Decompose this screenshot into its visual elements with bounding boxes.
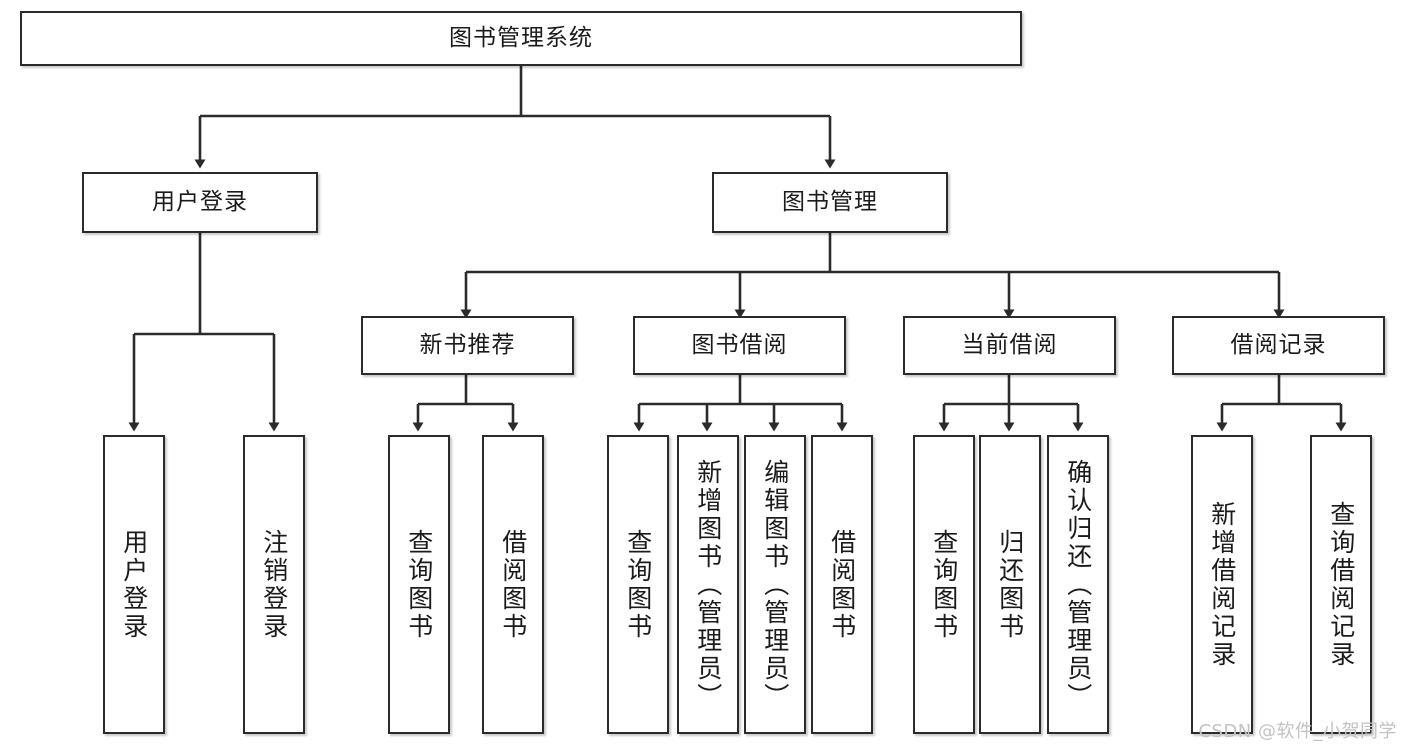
node-label: 当前借阅: [961, 331, 1058, 358]
node-label: 图书管理系统: [449, 24, 593, 51]
node-leaf-return-book[interactable]: 归还图书: [979, 435, 1041, 734]
node-label: 归还图书: [995, 528, 1025, 641]
node-label: 新增图书（管理员）: [693, 458, 723, 711]
node-label: 编辑图书（管理员）: [760, 458, 790, 711]
node-label: 注销登录: [259, 528, 289, 641]
node-book-management[interactable]: 图书管理: [712, 172, 948, 233]
node-label: 图书借阅: [691, 331, 788, 358]
node-leaf-add-borrow-record[interactable]: 新增借阅记录: [1191, 435, 1253, 734]
node-leaf-query-book-3[interactable]: 查询图书: [913, 435, 975, 734]
node-leaf-query-book-2[interactable]: 查询图书: [607, 435, 669, 734]
node-leaf-query-borrow-record[interactable]: 查询借阅记录: [1310, 435, 1372, 734]
node-label: 用户登录: [152, 188, 248, 215]
node-label: 借阅图书: [827, 528, 857, 641]
node-label: 查询借阅记录: [1326, 500, 1356, 669]
node-leaf-confirm-return[interactable]: 确认归还（管理员）: [1047, 435, 1109, 734]
node-leaf-borrow-book-1[interactable]: 借阅图书: [482, 435, 544, 734]
watermark: CSDN @软件_小贺同学: [1198, 721, 1397, 742]
node-leaf-user-login[interactable]: 用户登录: [103, 435, 165, 734]
node-label: 查询图书: [623, 528, 653, 641]
node-label: 新书推荐: [419, 331, 516, 358]
node-borrow-record[interactable]: 借阅记录: [1172, 316, 1385, 375]
node-new-book-recommendation[interactable]: 新书推荐: [361, 316, 574, 375]
node-label: 确认归还（管理员）: [1063, 458, 1093, 711]
node-leaf-edit-book[interactable]: 编辑图书（管理员）: [744, 435, 806, 734]
node-user-login[interactable]: 用户登录: [82, 172, 318, 233]
node-label: 用户登录: [119, 528, 149, 641]
node-leaf-borrow-book-2[interactable]: 借阅图书: [811, 435, 873, 734]
node-book-borrow[interactable]: 图书借阅: [633, 316, 846, 375]
node-label: 新增借阅记录: [1207, 500, 1237, 669]
node-root-book-management-system[interactable]: 图书管理系统: [20, 11, 1022, 66]
node-current-borrow[interactable]: 当前借阅: [903, 316, 1116, 375]
node-label: 借阅记录: [1230, 331, 1327, 358]
node-label: 查询图书: [404, 528, 434, 641]
node-label: 图书管理: [782, 188, 878, 215]
node-leaf-query-book-1[interactable]: 查询图书: [388, 435, 450, 734]
node-leaf-logout[interactable]: 注销登录: [243, 435, 305, 734]
node-leaf-add-book[interactable]: 新增图书（管理员）: [677, 435, 739, 734]
node-label: 查询图书: [929, 528, 959, 641]
node-label: 借阅图书: [498, 528, 528, 641]
